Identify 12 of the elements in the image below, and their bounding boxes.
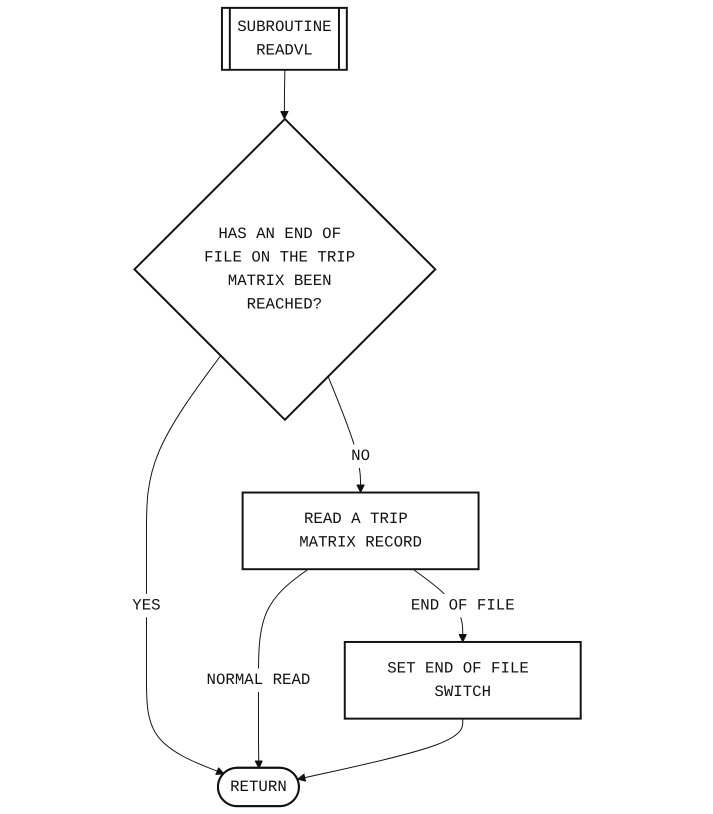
arrow xyxy=(297,718,464,782)
node-box: SET END OF FILE SWITCH xyxy=(344,640,582,720)
edge-label: END OF FILE xyxy=(410,596,515,614)
node-diamond: HAS AN END OF FILE ON THE TRIP MATRIX BEEN REACHED? xyxy=(133,118,437,422)
arrow xyxy=(254,568,309,769)
arrow xyxy=(146,355,224,776)
edge-label: NORMAL READ xyxy=(206,671,310,690)
edge-label: NO xyxy=(351,447,370,465)
node-box: READ A TRIP MATRIX RECORD xyxy=(242,492,480,570)
edge-label: YES xyxy=(132,596,161,614)
arrow xyxy=(280,70,289,120)
arrow xyxy=(327,376,365,493)
